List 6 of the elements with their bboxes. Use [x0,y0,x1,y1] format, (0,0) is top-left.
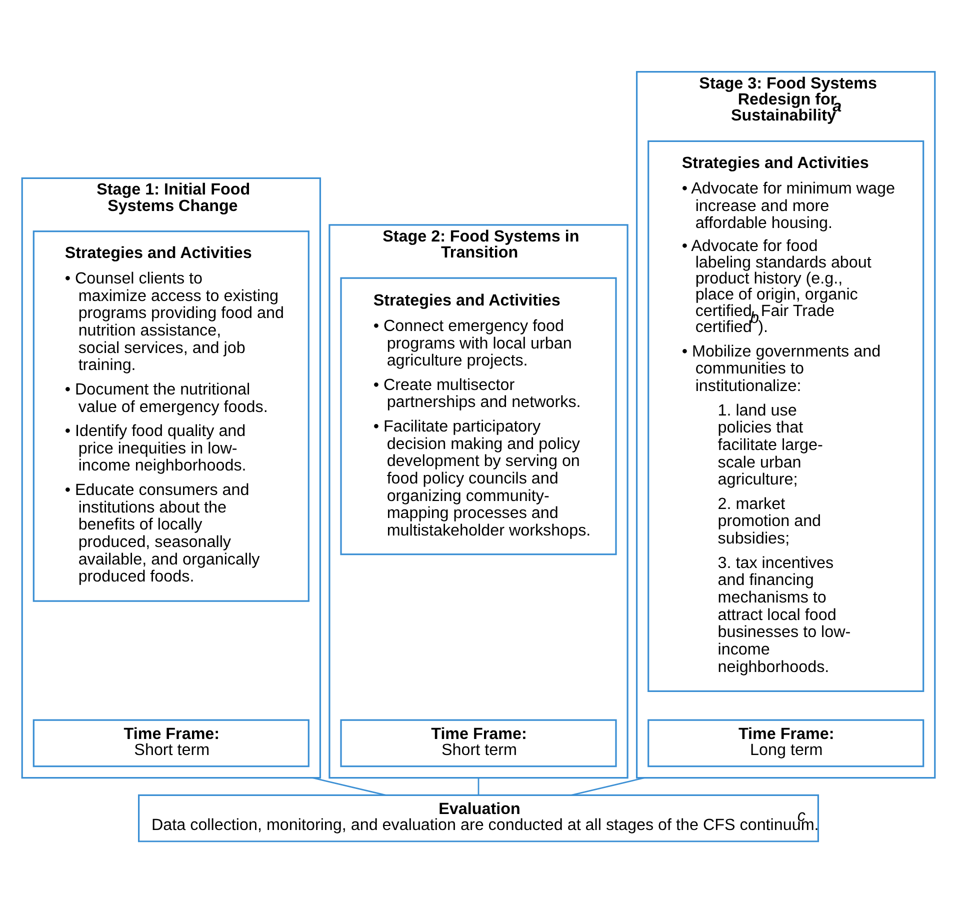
node-box: Strategies and Activities • Counsel clients to maximize access to existing programs providing food and nutrition assistance, social services, and job training. • Document the nutritional value of emergency foods. • Identify food quality and price inequities in low-income neighborhoods. • Educate consumers and institutions about the benefits of locally produced, seasonally available, and organically produced foods. [32,230,310,602]
node-box: Time Frame: Short term [32,718,310,767]
node-box: Strategies and Activities • Connect emergency food programs with local urban agriculture projects. • Create multisector partnerships and networks. • Facilitate participatory decision making and policy development by serving on food policy councils and organizing community-mapping processes and multistakeholder workshops. [340,276,617,555]
connector [478,777,480,794]
node-box: Time Frame: Long term [648,718,924,767]
node-box: Time Frame: Short term [340,718,617,767]
